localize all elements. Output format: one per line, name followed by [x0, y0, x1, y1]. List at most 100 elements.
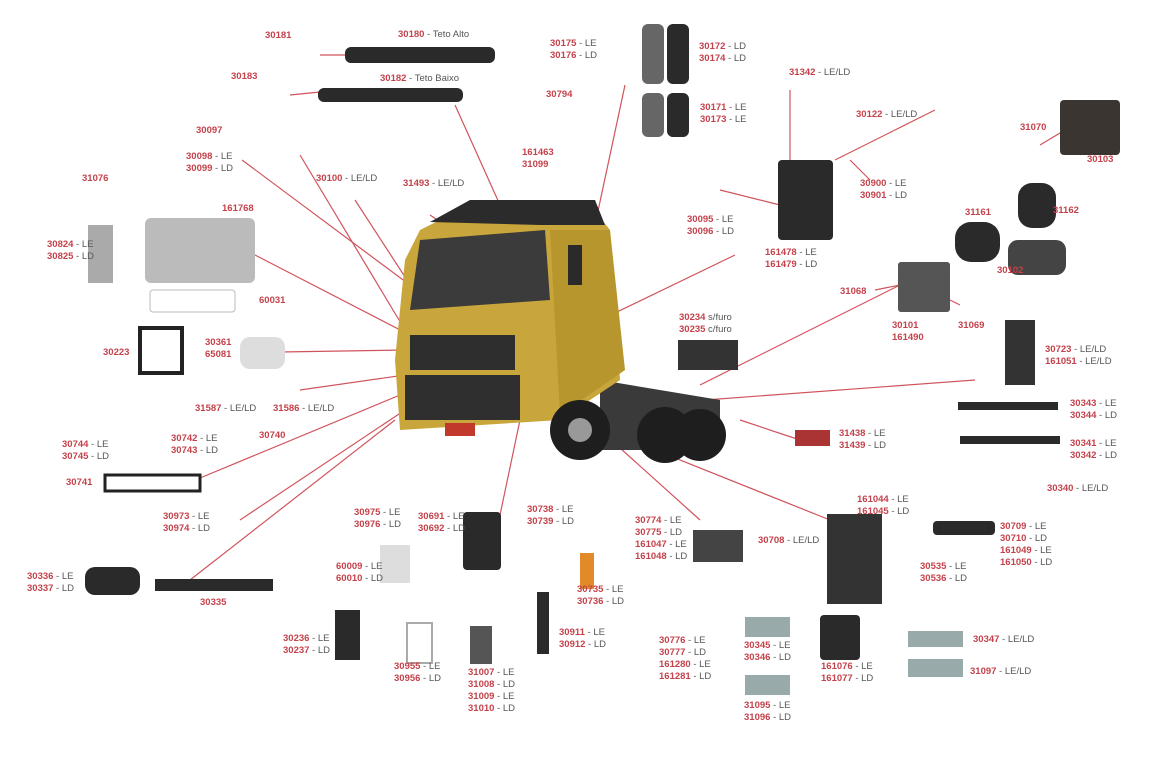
part-code: 30776 — [659, 635, 686, 646]
front-bumper-grille-part — [103, 473, 202, 493]
part-code: 31099 — [522, 159, 549, 170]
part-number-line: 30096 - LD — [687, 226, 734, 238]
part-number-line: 30346 - LD — [744, 652, 791, 664]
part-side: - LE — [713, 214, 734, 225]
part-code: 161076 — [821, 661, 853, 672]
part-number-line: 31009 - LE — [468, 691, 515, 703]
part-side: - LE/LD — [1076, 356, 1112, 367]
part-number-line: 30741 — [66, 477, 92, 489]
step-plate-part-4 — [908, 659, 963, 677]
part-number-line: 60010 - LD — [336, 573, 383, 585]
part-callout: 30182 - Teto Baixo — [380, 73, 459, 85]
truck-front-wheel-hub — [568, 418, 592, 442]
tail-light-part — [795, 430, 830, 446]
part-number-line: 161049 - LE — [1000, 545, 1052, 557]
part-code: 30825 — [47, 251, 74, 262]
part-number-line: 30708 - LE/LD — [758, 535, 819, 547]
part-code: 31070 — [1020, 122, 1047, 133]
part-code: 30710 — [1000, 533, 1027, 544]
step-part — [693, 530, 743, 562]
part-number-line: 161044 - LE — [857, 494, 909, 506]
part-code: 30343 — [1070, 398, 1097, 409]
part-number-line: 31586 - LE/LD — [273, 403, 334, 415]
part-side: - LE — [865, 428, 886, 439]
mirror-part — [642, 24, 664, 84]
part-number-line: 161479 - LD — [765, 259, 817, 271]
part-callout: 31069 — [958, 320, 984, 332]
part-number-line: 30341 - LE — [1070, 438, 1117, 450]
part-code: 30775 — [635, 527, 662, 538]
part-callout: 31068 — [840, 286, 866, 298]
part-side: - LD — [444, 523, 466, 534]
part-number-line: 31493 - LE/LD — [403, 178, 464, 190]
part-number-line: 30775 - LD — [635, 527, 687, 539]
part-number-line: 30911 - LE — [559, 627, 606, 639]
part-code: 30741 — [66, 477, 93, 488]
part-number-line: 161050 - LD — [1000, 557, 1052, 569]
part-code: 30102 — [997, 265, 1024, 276]
part-side: - LD — [770, 712, 792, 723]
part-code: 30361 — [205, 337, 232, 348]
door-part — [778, 160, 833, 240]
part-code: 30974 — [163, 523, 190, 534]
part-code: 31439 — [839, 440, 866, 451]
part-number-line: 31161 — [965, 207, 991, 219]
part-side: - LE — [1096, 398, 1117, 409]
part-code: 30336 — [27, 571, 54, 582]
part-code: 30346 — [744, 652, 771, 663]
part-callout: 30740 — [259, 430, 285, 442]
part-number-line: 30743 - LD — [171, 445, 218, 457]
part-number-line: 31070 — [1020, 122, 1046, 134]
part-side: - LE — [88, 439, 109, 450]
part-side: - LD — [553, 516, 575, 527]
fender-part — [955, 222, 1000, 262]
part-number-line: 30912 - LD — [559, 639, 606, 651]
grille-frame-part — [149, 289, 236, 313]
step-plate-part-3 — [908, 631, 963, 647]
leader-line — [499, 419, 521, 516]
part-side: - LD — [725, 53, 747, 64]
part-code: 30824 — [47, 239, 74, 250]
part-code: 30709 — [1000, 521, 1027, 532]
part-side: - LE — [362, 561, 383, 572]
part-side: - LE — [380, 507, 401, 518]
part-code: 31493 — [403, 178, 430, 189]
part-code: 30973 — [163, 511, 190, 522]
part-number-line: 30101 — [892, 320, 924, 332]
part-number-line: 31008 - LD — [468, 679, 515, 691]
part-callout: 31162 — [1053, 205, 1079, 217]
part-code: 30736 — [577, 596, 604, 607]
part-number-line: 30335 — [200, 597, 226, 609]
part-code: 30095 — [687, 214, 714, 225]
part-number-line: 30122 - LE/LD — [856, 109, 917, 121]
part-number-line: 30691 - LE — [418, 511, 465, 523]
part-side: - LE — [197, 433, 218, 444]
part-side: - LE — [420, 661, 441, 672]
part-number-line: 30774 - LE — [635, 515, 687, 527]
part-code: 30345 — [744, 640, 771, 651]
part-callout: 31493 - LE/LD — [403, 178, 464, 190]
part-callout: 31161 — [965, 207, 991, 219]
part-callout: 30741 — [66, 477, 92, 489]
part-number-line: 30344 - LD — [1070, 410, 1117, 422]
part-callout: 31587 - LE/LD — [195, 403, 256, 415]
part-code: 30340 — [1047, 483, 1074, 494]
turn-signal-part — [580, 553, 594, 589]
part-callout: 30183 — [231, 71, 257, 83]
part-code: 31007 — [468, 667, 495, 678]
fender-bracket-part-2 — [960, 436, 1060, 444]
leader-line — [299, 154, 406, 331]
part-number-line: 161076 - LE — [821, 661, 873, 673]
part-code: 31342 — [789, 67, 816, 78]
part-code: 31095 — [744, 700, 771, 711]
leader-line — [739, 419, 801, 441]
part-code: 30911 — [559, 627, 585, 638]
